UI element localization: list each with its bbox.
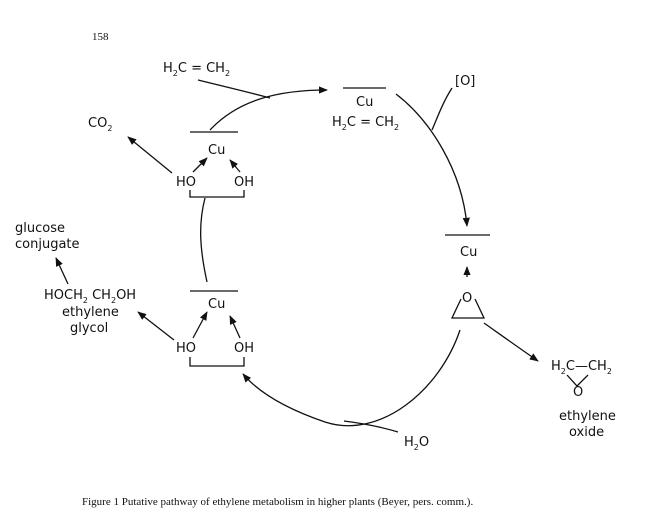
glucose-conjugate-label-line1: glucose	[15, 221, 65, 236]
cu-diol-lower-oh: OH	[234, 341, 254, 356]
arrow-to-glucose-conjugate	[55, 257, 69, 285]
cu-diol-upper-oh: OH	[234, 175, 254, 190]
oxygen-label: [O]	[455, 74, 475, 89]
cu-diol-upper-ho: HO	[176, 175, 196, 190]
cu-diol-connector-arc	[200, 197, 208, 283]
cu-diol-lower-oh-arrow	[229, 315, 241, 339]
ethylene-oxide-ring-bonds	[566, 374, 589, 387]
page-number: 158	[92, 31, 109, 43]
co2-label: CO2	[88, 116, 112, 133]
cu-diol-lower-ho-arrow	[192, 311, 208, 339]
water-incoming-curve	[343, 420, 399, 433]
cu-diol-lower-bridge	[189, 357, 245, 367]
cu-diol-upper-ho-arrow	[192, 157, 208, 173]
cu-diol-upper-bridge	[189, 190, 245, 198]
arrow-to-cu-epoxide	[395, 93, 470, 227]
oxygen-incoming-curve	[431, 87, 453, 131]
cu-diol-upper-oh-arrow	[229, 159, 241, 173]
cu-ethylene-cu-label: Cu	[356, 95, 373, 110]
ethylene-to-cycle-curve	[197, 79, 271, 99]
cu-diol-lower-cu-label: Cu	[208, 297, 225, 312]
figure-caption: Figure 1 Putative pathway of ethylene me…	[82, 496, 473, 508]
water-label: H2O	[404, 435, 429, 452]
epoxide-ring-oxygen: O	[462, 291, 472, 306]
cu-ethylene-formula: H2C = CH2	[332, 115, 399, 132]
ethylene-oxide-ring-oxygen: O	[573, 385, 583, 400]
cu-diol-upper-cu-label: Cu	[208, 143, 225, 158]
cu-epoxide-cu-label: Cu	[460, 245, 477, 260]
arrow-to-co2	[127, 136, 173, 174]
ethylene-glycol-label-line2: glycol	[70, 321, 108, 336]
hoch2-formula: HOCH2 CH2OH	[44, 288, 136, 305]
cu-diol-lower-ho: HO	[176, 341, 196, 356]
ethylene-oxide-formula: H2C—CH2	[551, 359, 612, 376]
glucose-conjugate-label-line2: conjugate	[15, 237, 80, 252]
ethylene-glycol-label-line1: ethylene	[62, 305, 119, 320]
arrow-to-cu-ethylene	[209, 86, 328, 131]
arrow-to-ethylene-glycol	[137, 311, 175, 341]
arrow-to-cu-diol-lower	[242, 329, 461, 427]
epoxide-ring-shape	[450, 298, 486, 319]
ethylene-oxide-label-line2: oxide	[569, 425, 604, 440]
ethylene-input-label: H2C = CH2	[163, 61, 230, 78]
ethylene-oxide-label-line1: ethylene	[559, 409, 616, 424]
arrow-to-ethylene-oxide	[483, 322, 539, 362]
